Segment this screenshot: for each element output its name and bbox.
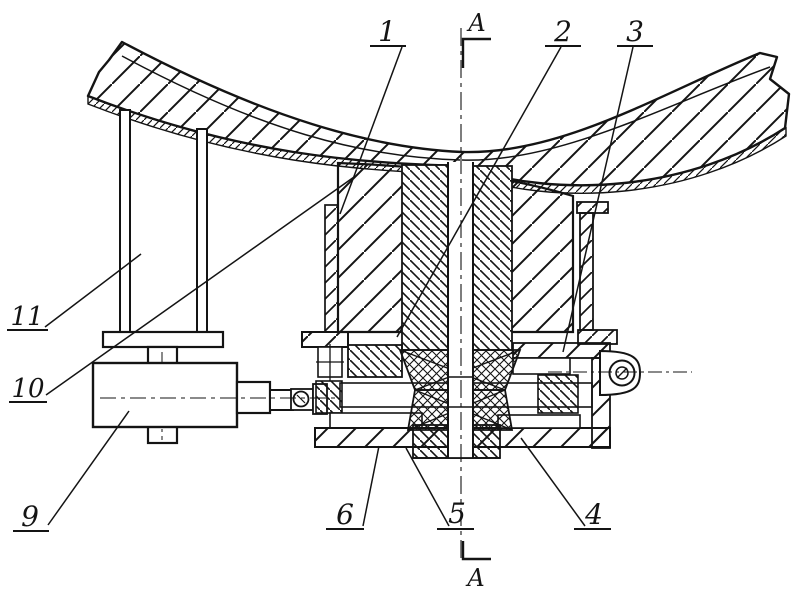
callout-6: 6: [326, 445, 380, 531]
callout-2: 2: [396, 15, 581, 338]
callout-9: 9: [13, 410, 130, 533]
callout-label-3: 3: [626, 15, 644, 48]
right-leg-foot: [577, 329, 618, 345]
leader-line-1: [339, 46, 403, 215]
leader-line-11: [44, 253, 142, 328]
tank-shell-band: [86, 40, 791, 187]
section-bracket-bottom: [461, 541, 491, 561]
coupling-ball-slash: [296, 394, 306, 404]
leader-line-9: [47, 410, 130, 526]
gearbox-flange-left: [301, 331, 349, 348]
support-leg-right: [576, 201, 618, 345]
motor-shaft: [269, 389, 294, 411]
callout-1: 1: [339, 15, 406, 215]
bearing-block-right: [537, 374, 579, 414]
gearbox-top-plate-right: [512, 342, 611, 359]
leader-line-10: [45, 176, 355, 396]
callout-11: 11: [7, 253, 142, 332]
bearing-block-left: [315, 380, 343, 414]
callout-label-6: 6: [336, 498, 354, 531]
lug-pin-slash: [616, 367, 628, 379]
trunnion-lug: [548, 349, 692, 397]
section-bracket-top: [461, 37, 491, 68]
callout-5: 5: [405, 447, 474, 530]
motor-body: [91, 361, 239, 429]
column-bore-sleeve-right-hatch: [472, 165, 513, 351]
section-mark-top: A: [461, 9, 491, 68]
callout-4: 4: [520, 437, 611, 531]
support-leg-inner: [196, 128, 208, 333]
shell-mid-line-left: [121, 55, 461, 161]
leader-line-6: [362, 445, 380, 527]
section-mark-bottom: A: [461, 541, 491, 592]
callout-label-9: 9: [21, 500, 39, 533]
worm-gearbox: [301, 331, 692, 459]
callout-label-11: 11: [10, 302, 43, 332]
shell-mid-line-right: [461, 66, 771, 161]
callout-10: 10: [9, 176, 355, 404]
section-letter-top: A: [466, 9, 485, 37]
right-leg-top-flange: [576, 201, 609, 214]
callout-label-2: 2: [553, 15, 572, 48]
callout-label-10: 10: [11, 374, 44, 404]
leader-line-3: [562, 46, 634, 353]
drive-motor: [91, 361, 340, 429]
leader-line-4: [520, 437, 586, 527]
frame-base-plate: [101, 330, 225, 349]
callout-label-4: 4: [584, 498, 603, 531]
callout-3: 3: [562, 15, 653, 353]
leader-line-2: [396, 46, 562, 338]
callout-label-1: 1: [378, 15, 396, 48]
support-leg-outer: [119, 109, 131, 333]
callout-label-5: 5: [448, 497, 466, 530]
gearbox-top-plate-left: [347, 344, 403, 378]
section-letter-bottom: A: [465, 564, 484, 592]
leader-line-5: [405, 447, 450, 527]
column-side-strut: [324, 204, 339, 333]
